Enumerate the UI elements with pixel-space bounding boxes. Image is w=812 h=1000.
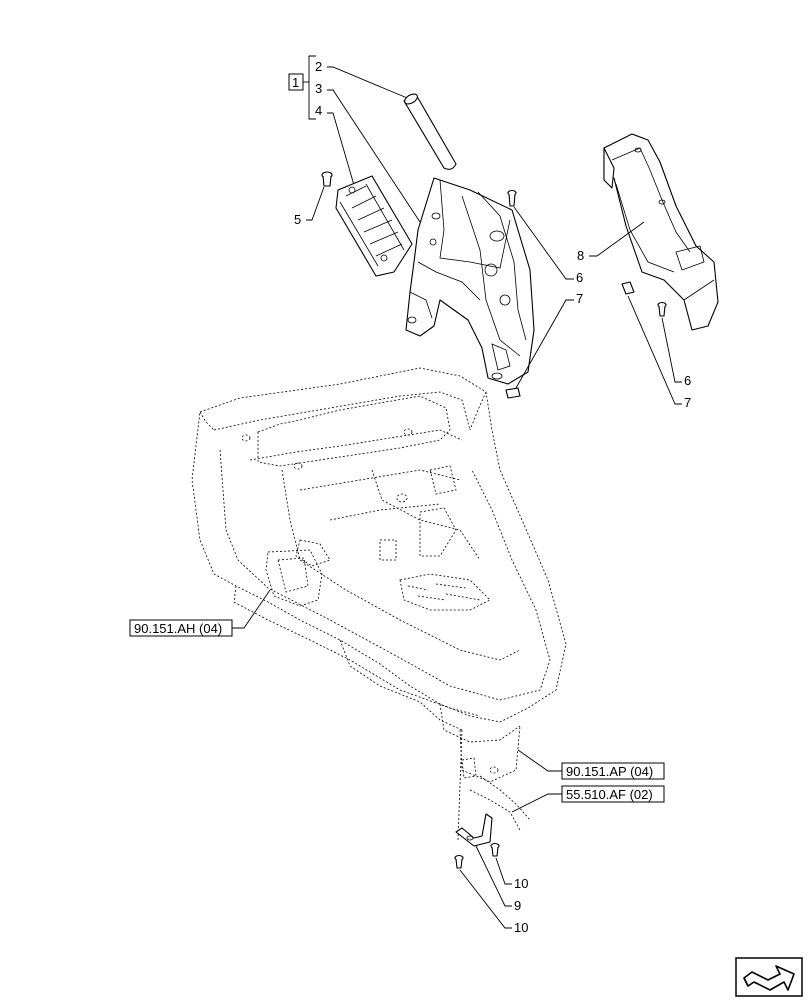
ref-text-55-510-af: 55.510.AF (02) xyxy=(566,787,653,802)
screw-6-right xyxy=(657,301,667,317)
center-line xyxy=(457,729,463,841)
callout-9: 9 xyxy=(514,898,521,913)
ref-box-90-151-ah[interactable]: 90.151.AH (04) xyxy=(129,589,271,637)
leader-10-upper xyxy=(495,857,512,885)
lever-bracket-assembly xyxy=(405,177,535,385)
callout-3: 3 xyxy=(315,81,322,96)
kit-bracket: 1 2 3 4 xyxy=(288,55,322,120)
callout-2: 2 xyxy=(315,59,322,74)
callout-4: 4 xyxy=(315,103,322,118)
leader-3 xyxy=(327,89,421,223)
leader-5 xyxy=(306,186,325,221)
screw-10-right xyxy=(490,842,500,857)
leader-9 xyxy=(475,845,512,907)
console-housing-phantom xyxy=(191,367,567,783)
callout-8: 8 xyxy=(577,248,584,263)
ref-text-90-151-ap: 90.151.AP (04) xyxy=(566,764,653,779)
side-cover xyxy=(603,133,719,331)
callout-7-upper: 7 xyxy=(576,291,583,306)
screw-10-left xyxy=(454,854,464,869)
screw-6-upper xyxy=(507,189,517,207)
leader-6-upper xyxy=(513,206,574,280)
guide-plate xyxy=(335,175,413,277)
harness-phantom xyxy=(461,757,531,831)
callout-6-right: 6 xyxy=(684,373,691,388)
clip-7-upper xyxy=(505,387,521,399)
callout-10-lower: 10 xyxy=(514,920,528,935)
ref-box-55-510-af[interactable]: 55.510.AF (02) xyxy=(511,785,665,813)
callout-10-upper: 10 xyxy=(514,876,528,891)
lever-rod xyxy=(403,93,457,170)
arrow-navigation-icon[interactable] xyxy=(735,957,803,997)
screw-5 xyxy=(321,171,333,187)
leader-8 xyxy=(589,221,645,257)
callout-5: 5 xyxy=(294,212,301,227)
leader-7-right xyxy=(627,295,682,405)
leader-10-lower xyxy=(459,869,512,929)
leader-6-right xyxy=(661,317,682,383)
ref-box-90-151-ap[interactable]: 90.151.AP (04) xyxy=(517,749,665,780)
callout-1: 1 xyxy=(292,75,299,90)
clamp-9 xyxy=(455,813,493,847)
clip-7-right xyxy=(621,281,635,295)
ref-text-90-151-ah: 90.151.AH (04) xyxy=(134,621,222,636)
leader-2 xyxy=(327,66,413,101)
callout-7-right: 7 xyxy=(684,395,691,410)
leader-7-upper xyxy=(515,299,574,389)
callout-6-upper: 6 xyxy=(576,270,583,285)
leader-4 xyxy=(327,112,357,193)
